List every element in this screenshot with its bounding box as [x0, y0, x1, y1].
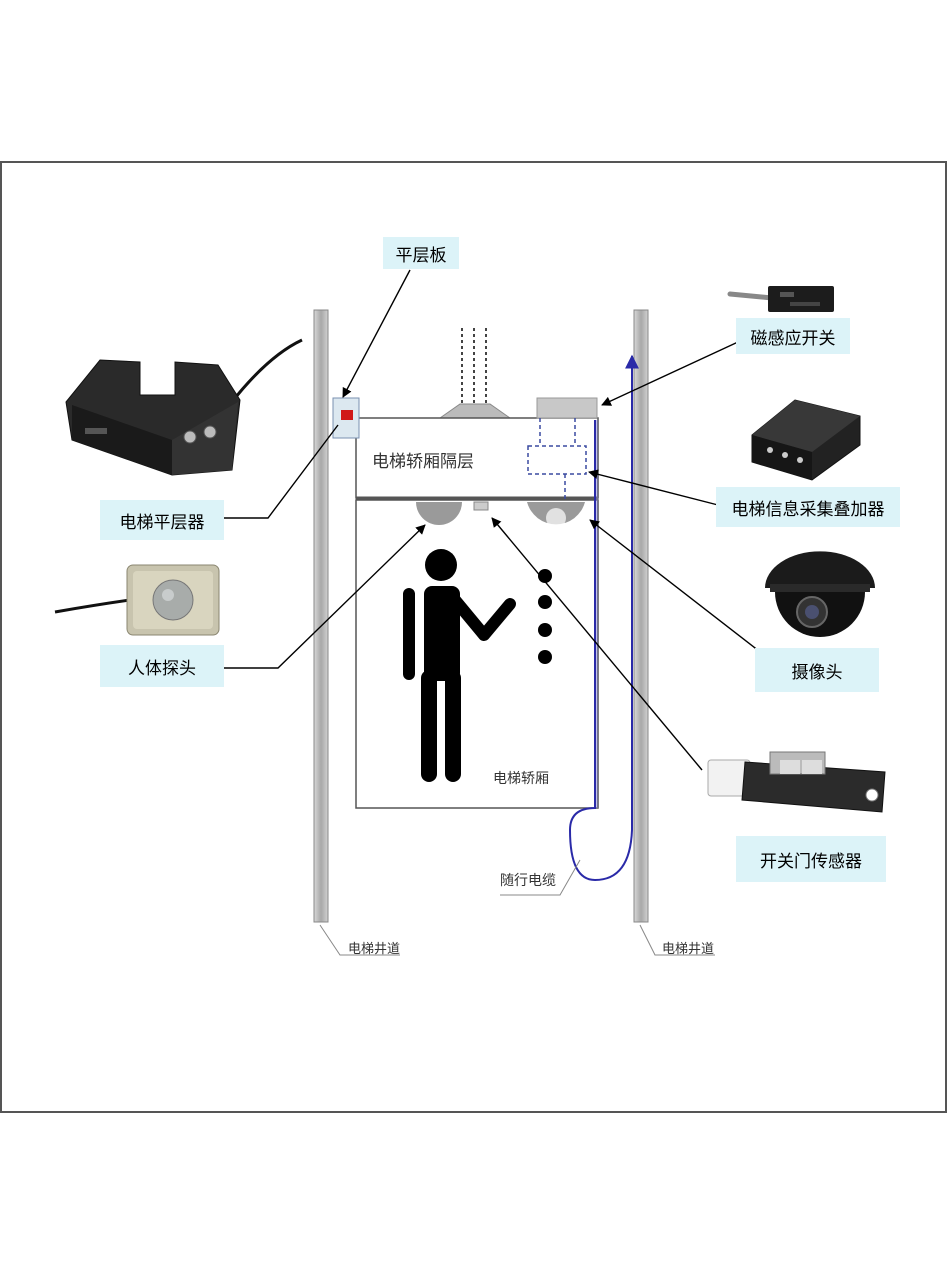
- leader-camera: [589, 519, 769, 659]
- leader-shaft-right: [639, 924, 715, 956]
- label-shaft-left: 电梯井道: [348, 942, 401, 957]
- label-body-probe: 人体探头: [100, 645, 224, 687]
- dome-camera-photo: [765, 551, 875, 637]
- person-pictogram: [403, 549, 516, 782]
- hoist-ropes: [461, 328, 487, 405]
- label-shaft-right: 电梯井道: [662, 942, 715, 957]
- leader-elevator-leveler: [222, 424, 339, 519]
- label-elevator-leveler: 电梯平层器: [100, 500, 224, 540]
- collector-box: [527, 445, 587, 475]
- traveling-cable: [568, 354, 639, 882]
- magnetic-switch-photo: [727, 286, 834, 312]
- label-camera: 摄像头: [755, 648, 879, 692]
- body-probe-dome: [416, 502, 463, 525]
- leader-traveling-cable: [500, 859, 581, 896]
- leader-body-probe: [222, 524, 426, 669]
- shaft-rail-left: [313, 309, 329, 923]
- leader-leveling-plate: [342, 269, 411, 398]
- rope-hitch: [438, 403, 512, 419]
- leveler-photo: [65, 338, 303, 476]
- leader-info-collector: [588, 469, 719, 506]
- label-leveling-plate: 平层板: [383, 237, 459, 269]
- leveling-sensor-red: [341, 410, 353, 420]
- label-car: 电梯轿厢: [493, 771, 549, 787]
- door-sensor-photo: [707, 751, 886, 813]
- leader-magnetic-switch: [601, 341, 739, 406]
- car-compartment: [355, 417, 599, 499]
- label-car-compartment: 电梯轿厢隔层: [372, 452, 474, 472]
- body-probe-photo: [54, 564, 220, 636]
- floor-indicator-dots: [538, 569, 552, 664]
- label-magnetic-switch: 磁感应开关: [736, 318, 850, 354]
- magnetic-switch-block: [536, 397, 598, 419]
- label-door-sensor: 开关门传感器: [736, 836, 886, 882]
- leader-door-sensor: [491, 517, 703, 771]
- door-sensor-mount: [473, 501, 489, 511]
- label-traveling-cable: 随行电缆: [500, 873, 556, 889]
- collector-device-photo: [751, 399, 861, 481]
- leader-shaft-left: [319, 924, 400, 956]
- car-body: [355, 499, 599, 809]
- label-info-collector: 电梯信息采集叠加器: [716, 487, 900, 527]
- shaft-rail-right: [633, 309, 649, 923]
